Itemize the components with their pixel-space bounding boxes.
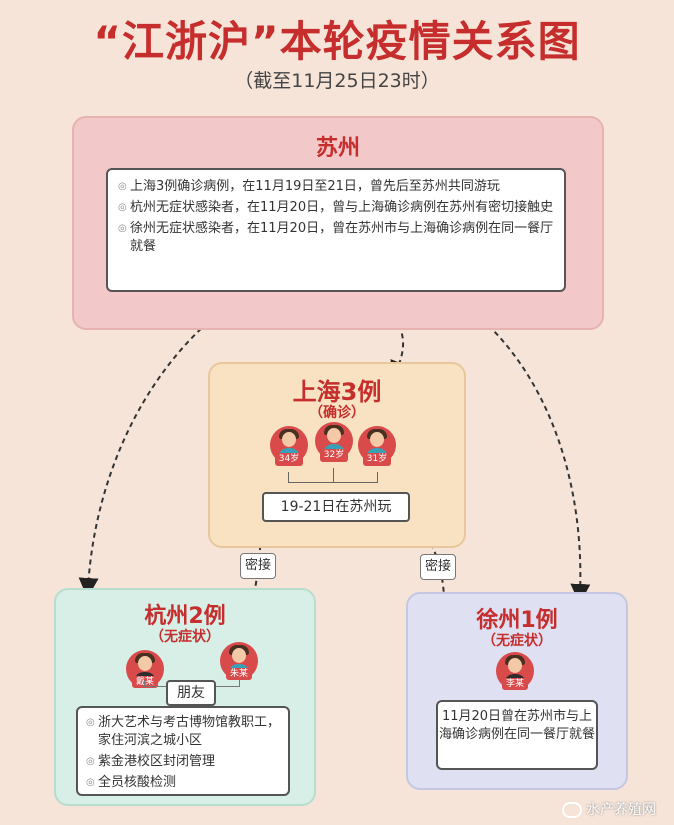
suzhou-bullet: 徐州无症状感染者，在11月20日，曾在苏州市与上海确诊病例在同一餐厅就餐 [118,220,554,256]
hangzhou-info-box: 浙大艺术与考古博物馆教职工，家住河滨之城小区 紫金港校区封闭管理 全员核酸检测 [76,706,290,796]
hangzhou-title: 杭州2例 [144,604,226,629]
shanghai-panel: 上海3例 （确诊） 34岁 32岁 31岁 19-21日在苏州玩 [208,362,466,548]
shanghai-case-avatar: 32岁 [315,422,353,462]
suzhou-to-hangzhou-arrow [78,299,237,598]
age-label: 32岁 [320,449,348,462]
watermark-text: 水产养殖网 [586,802,656,818]
hangzhou-subtitle: （无症状） [150,629,220,645]
group-connector [288,472,378,483]
hangzhou-case-avatar: 戴某 [126,650,164,688]
close-contact-label-left: 密接 [240,553,276,579]
suzhou-title: 苏州 [315,136,360,161]
shanghai-case-avatar: 31岁 [358,426,396,466]
shanghai-case-avatar: 34岁 [270,426,308,466]
xuzhou-subtitle: （无症状） [482,633,552,649]
xuzhou-panel: 徐州1例 （无症状） 李某 11月20日曾在苏州市与上海确诊病例在同一餐厅就餐 [406,592,628,790]
shanghai-subtitle: （确诊） [309,405,365,421]
name-tag: 朱某 [226,668,252,680]
age-label: 34岁 [275,453,303,466]
shanghai-note: 19-21日在苏州玩 [262,492,410,522]
age-label: 31岁 [363,453,391,466]
group-connector [333,468,334,482]
hangzhou-bullet: 浙大艺术与考古博物馆教职工，家住河滨之城小区 [86,714,280,750]
xuzhou-case-avatar: 李某 [496,652,534,690]
hangzhou-bullet: 全员核酸检测 [86,774,280,792]
xuzhou-info-box: 11月20日曾在苏州市与上海确诊病例在同一餐厅就餐 [436,700,598,770]
suzhou-info-box: 上海3例确诊病例，在11月19日至21日，曾先后至苏州共同游玩 杭州无症状感染者… [106,168,566,292]
suzhou-bullet: 杭州无症状感染者，在11月20日，曾与上海确诊病例在苏州有密切接触史 [118,199,554,217]
hangzhou-bullet: 紫金港校区封闭管理 [86,753,280,771]
relation-label: 朋友 [166,680,216,706]
xuzhou-title: 徐州1例 [476,608,558,633]
close-contact-label-right: 密接 [420,554,456,580]
shanghai-title: 上海3例 [292,378,382,406]
suzhou-to-xuzhou-arrow [445,291,591,604]
page-subtitle: （截至11月25日23时） [234,70,440,92]
watermark: 水产养殖网 [562,799,656,819]
page-title: “江浙沪”本轮疫情关系图 [93,17,581,66]
name-tag: 李某 [502,678,528,690]
wechat-icon [562,802,582,818]
suzhou-bullet: 上海3例确诊病例，在11月19日至21日，曾先后至苏州共同游玩 [118,178,554,196]
hangzhou-case-avatar: 朱某 [220,642,258,680]
hangzhou-panel: 杭州2例 （无症状） 戴某 朱某 朋友 浙大艺术与考古博物馆教职工，家住河滨之城… [54,588,316,806]
suzhou-panel: 苏州 上海3例确诊病例，在11月19日至21日，曾先后至苏州共同游玩 杭州无症状… [72,116,604,330]
